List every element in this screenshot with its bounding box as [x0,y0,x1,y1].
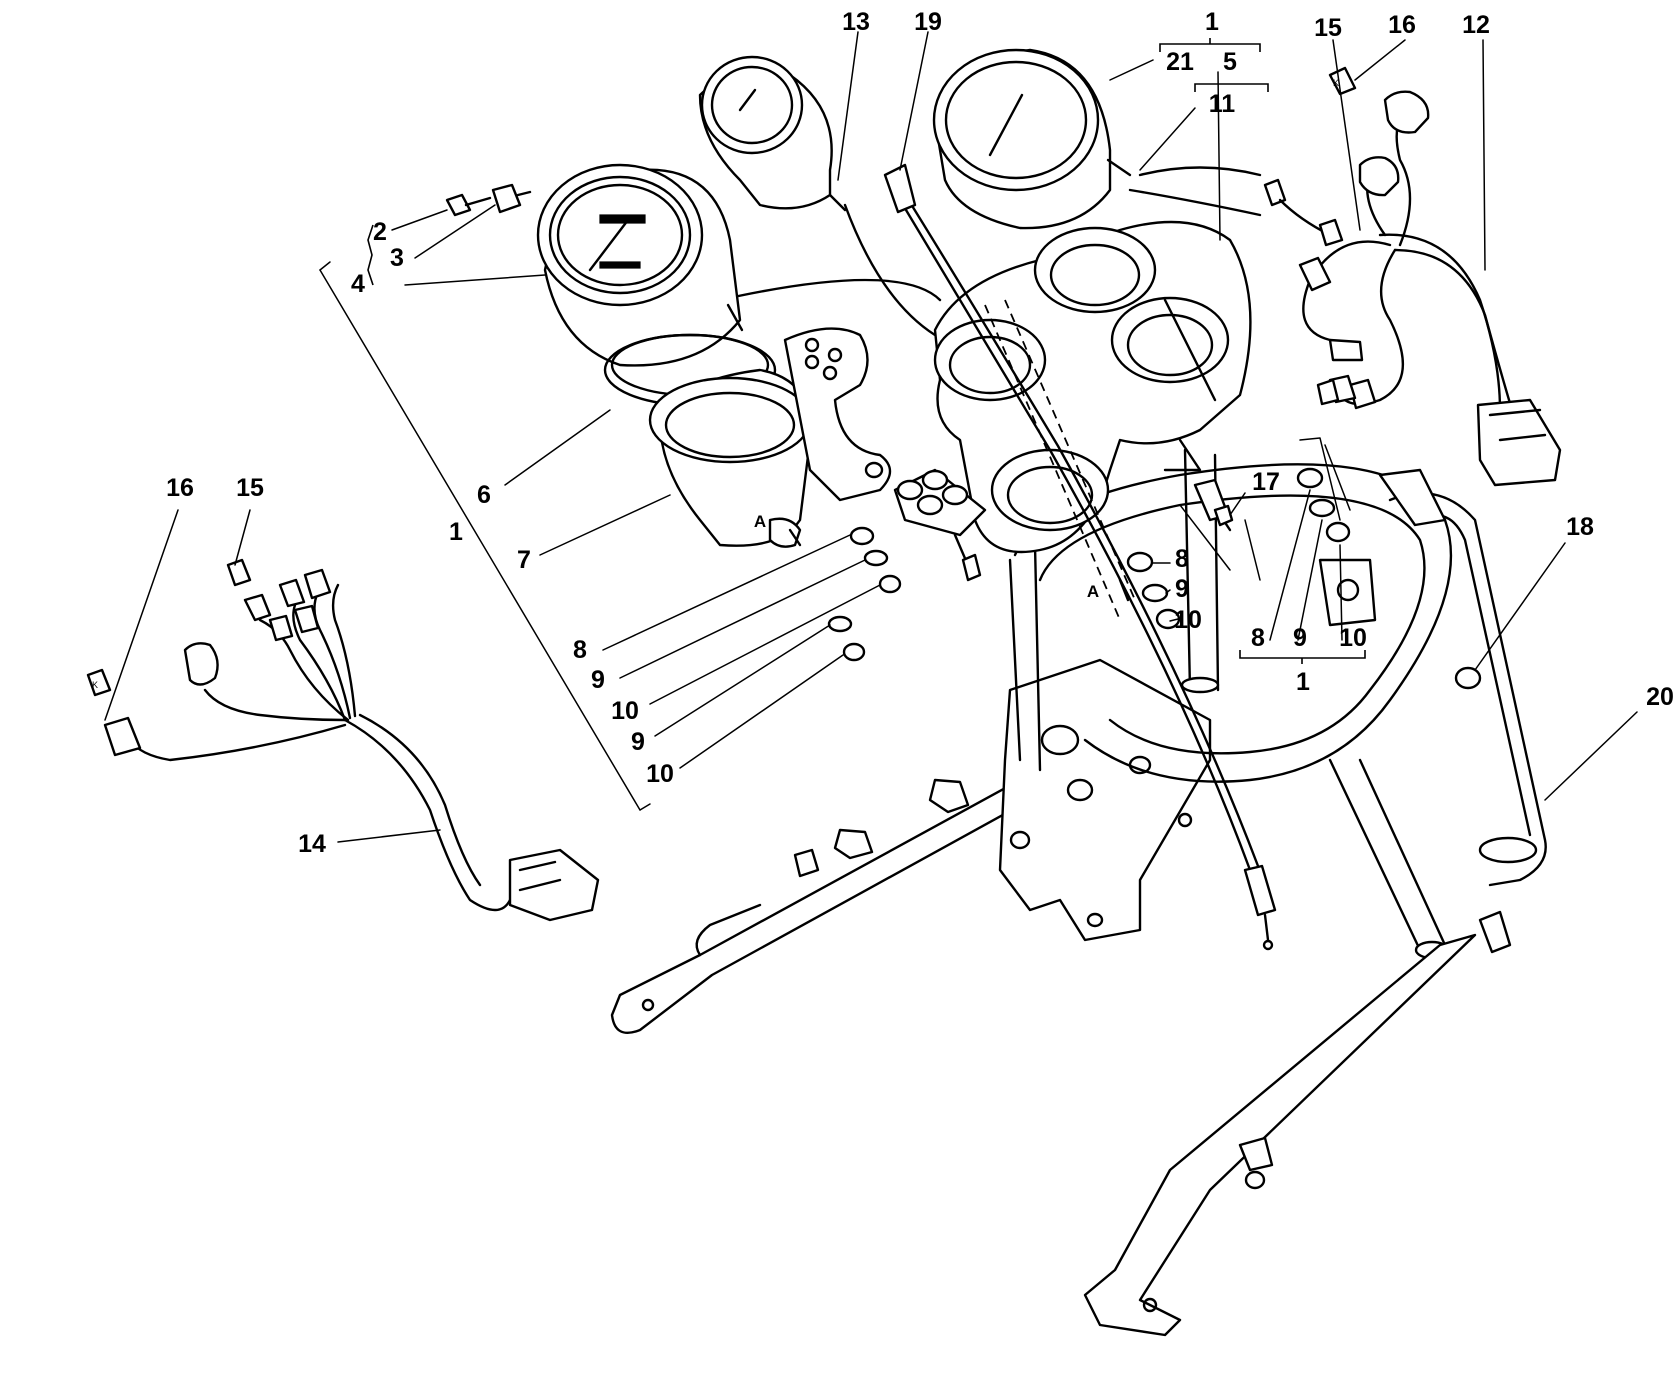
callout-20: 20 [1646,683,1674,711]
marker-a-right: A [1087,582,1099,601]
speedometer-cable [883,163,1277,951]
left-wiring-harness [86,558,600,922]
tachometer-gauge [932,48,1132,230]
callout-14: 14 [298,830,326,858]
callout-21: 21 [1166,48,1194,76]
leader-lines [104,31,1638,843]
callout-1-left: 1 [449,518,463,546]
callout-10-mid: 10 [1174,606,1202,634]
callout-17: 17 [1252,468,1280,496]
callout-4: 4 [351,270,365,298]
callout-8-left: 8 [573,636,587,664]
callout-1-right: 1 [1296,668,1310,696]
group-brackets [367,38,1366,664]
callout-16-top: 16 [1388,11,1416,39]
callout-6: 6 [477,481,491,509]
callout-3: 3 [390,244,404,272]
callout-7: 7 [517,546,531,574]
callout-10-left: 10 [611,697,639,725]
callout-8-right: 8 [1251,624,1265,652]
callout-8-mid: 8 [1175,545,1189,573]
callout-15-left: 15 [236,474,264,502]
callout-1-top: 1 [1205,8,1219,36]
callout-2: 2 [373,218,387,246]
callout-13: 13 [842,8,870,36]
callout-10-left-b: 10 [646,760,674,788]
callout-16-left: 16 [166,474,194,502]
callout-10-right: 10 [1339,624,1367,652]
connector-tag-15-top: K [1333,78,1339,88]
callout-labels: 13 19 1 21 5 11 15 16 12 2 3 4 6 1 7 16 … [92,8,1674,858]
small-gauge-13 [698,55,847,212]
callout-5: 5 [1223,48,1237,76]
callout-15-top: 15 [1314,14,1342,42]
bulb-holder-cluster [893,468,987,582]
callout-9-mid: 9 [1175,575,1189,603]
callout-11: 11 [1209,90,1236,118]
callout-12: 12 [1462,11,1490,39]
instrument-support-frame [610,448,1547,1337]
callout-9-left-b: 9 [631,728,645,756]
speedometer-gauge [536,163,744,367]
callout-18: 18 [1566,513,1594,541]
fasteners [445,183,1482,690]
marker-a-left: A [754,512,766,531]
gauge-wires [718,166,1262,337]
callout-19: 19 [914,8,942,36]
callout-9-right: 9 [1293,624,1307,652]
left-gauge-holder [603,327,892,548]
connector-tag-15-left: K [92,680,98,690]
callout-9-left: 9 [591,666,605,694]
right-wiring-harness [1263,66,1562,487]
